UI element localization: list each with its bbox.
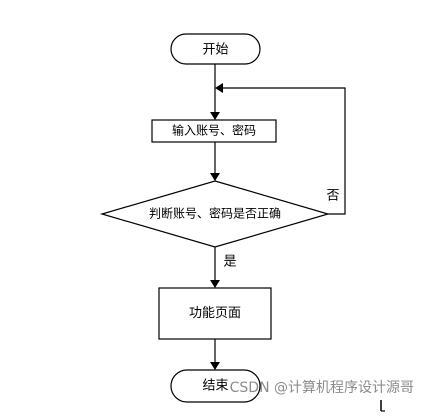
input-process-box [151,119,277,143]
end-label: 结束 [202,379,228,394]
yes-label: 是 [223,255,236,270]
watermark-text: CSDN @计算机程序设计源哥 [230,380,414,396]
page-label: 功能页面 [189,306,241,321]
decision-label: 判断账号、密码是否正确 [149,206,281,221]
input-label: 输入账号、密码 [172,123,256,138]
end-terminator [170,369,261,403]
function-page-box [158,287,272,340]
start-label: 开始 [202,43,228,58]
no-label: 否 [326,189,339,204]
loop-back-line [215,83,346,215]
